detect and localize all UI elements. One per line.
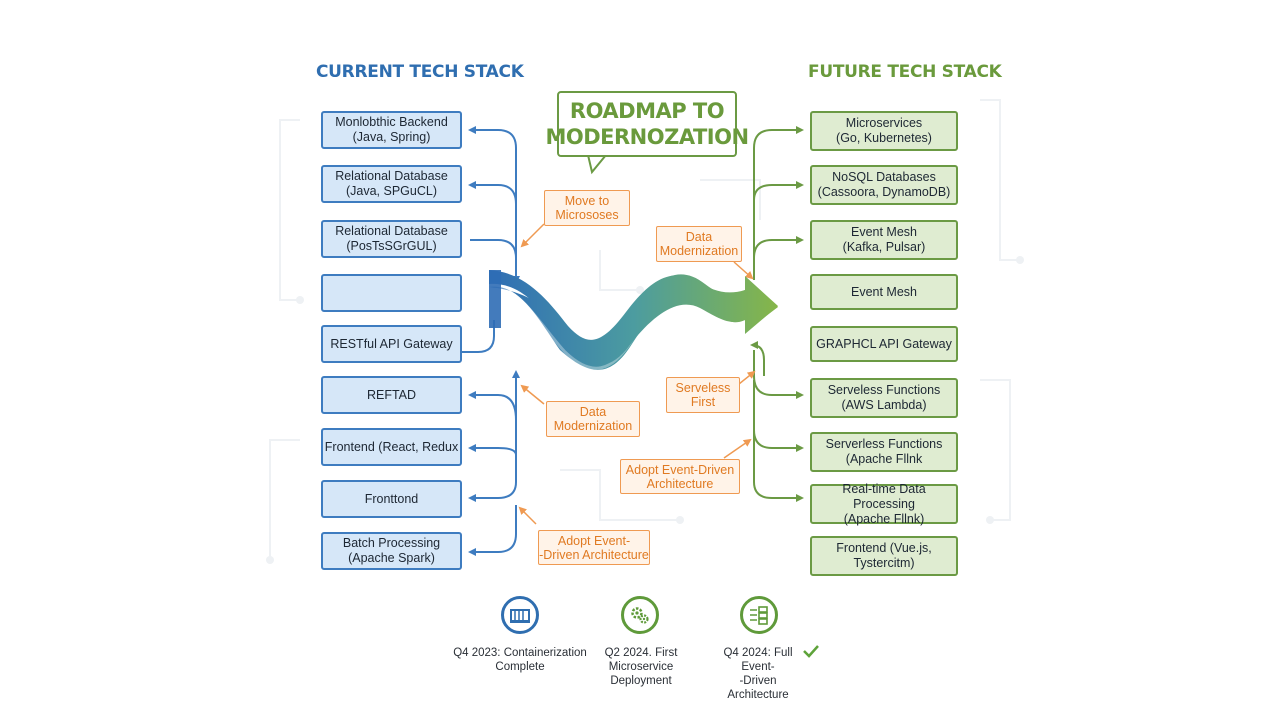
- connector-future-1: [753, 126, 804, 200]
- current-item-monolithic-backend: Monlobthic Backend (Java, Spring): [321, 111, 462, 149]
- future-item-frontend-vue: Frontend (Vue.js, Tystercitm): [810, 536, 958, 576]
- milestone-q4-2024: Q4 2024: Full Event- -Driven Architectur…: [723, 647, 793, 701]
- current-item-reftad: REFTAD: [321, 376, 462, 414]
- title-bubble-tail: [586, 154, 609, 175]
- future-item-nosql-databases: NoSQL Databases (Cassoora, DynamoDB): [810, 165, 958, 205]
- wave-arrow: [488, 270, 778, 370]
- strategy-move-to-microservices: Move to Micrososes: [544, 190, 630, 226]
- strategy-event-driven-left: Adopt Event- -Driven Architecture: [538, 530, 650, 565]
- connector-future-3: [753, 236, 804, 280]
- strategy-event-driven-right: Adopt Event-Driven Architecture: [620, 459, 740, 494]
- connector-current-6: [468, 391, 517, 421]
- milestone-q4-2023: Q4 2023: Containerization Complete: [453, 647, 587, 673]
- gears-icon: [621, 596, 659, 634]
- future-item-event-mesh-kafka: Event Mesh (Kafka, Pulsar): [810, 220, 958, 260]
- connector-current-8: [468, 420, 517, 502]
- future-item-microservices: Microservices (Go, Kubernetes): [810, 111, 958, 151]
- strategy-arrow-1: [520, 223, 545, 248]
- roadmap-title: ROADMAP TO MODERNOZATION: [545, 91, 749, 157]
- connector-current-1: [468, 126, 517, 183]
- current-item-batch-processing: Batch Processing (Apache Spark): [321, 532, 462, 570]
- milestone-q2-2024: Q2 2024. First Microservice Deployment: [604, 647, 678, 687]
- strategy-arrow-3: [520, 384, 545, 405]
- future-item-serverless-aws: Serveless Functions (AWS Lambda): [810, 378, 958, 418]
- future-item-graphql-api-gateway: GRAPHCL API Gateway: [810, 326, 958, 362]
- future-item-event-mesh: Event Mesh: [810, 274, 958, 310]
- container-icon: [501, 596, 539, 634]
- connector-future-5: [750, 341, 765, 376]
- future-connectors: [750, 126, 804, 502]
- current-connectors: [462, 126, 520, 556]
- current-item-empty: [321, 274, 462, 312]
- connector-current-9: [468, 505, 517, 556]
- event-flow-icon: [740, 596, 778, 634]
- current-item-restful-api-gateway: RESTful API Gateway: [321, 325, 462, 363]
- strategy-arrow-5: [723, 438, 752, 459]
- strategy-arrow-6: [518, 506, 537, 525]
- connector-current-7: [468, 430, 517, 456]
- connector-future-2: [753, 181, 804, 201]
- current-item-fronttond: Fronttond: [321, 480, 462, 518]
- future-item-serverless-flink: Serverless Functions (Apache Fllnk: [810, 432, 958, 472]
- current-item-relational-database-1: Relational Database (Java, SPGuCL): [321, 165, 462, 203]
- checkmark-icon: [803, 645, 819, 658]
- future-stack-heading: FUTURE TECH STACK: [808, 62, 1002, 82]
- connector-current-2: [468, 181, 517, 235]
- strategy-serverless-first: Serveless First: [666, 377, 740, 413]
- current-item-frontend-react: Frontend (React, Redux: [321, 428, 462, 466]
- current-item-relational-database-2: Relational Database (PosTsSGrGUL): [321, 220, 462, 258]
- strategy-data-modernization-bottom: Data Modernization: [546, 401, 640, 437]
- connector-future-4: [753, 350, 804, 399]
- future-item-realtime-processing: Real-time Data Processing (Apache Fllnk): [810, 482, 958, 526]
- strategy-data-modernization-top: Data Modernization: [656, 226, 742, 262]
- connector-current-4: [462, 320, 495, 353]
- strategy-arrows: [518, 223, 756, 525]
- strategy-arrow-2: [733, 261, 754, 280]
- connector-future-6: [753, 380, 804, 452]
- current-stack-heading: CURRENT TECH STACK: [316, 62, 524, 82]
- connector-future-7: [753, 430, 804, 502]
